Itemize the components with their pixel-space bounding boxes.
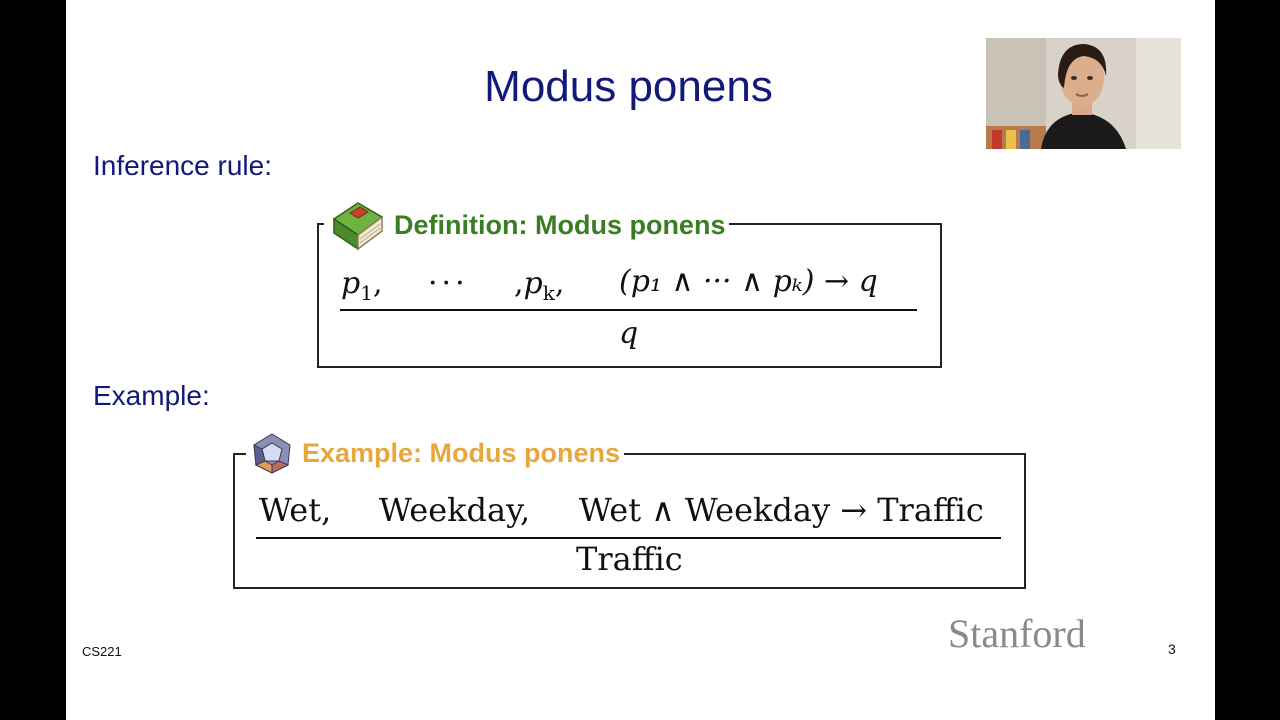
premise-pk: ,pk, [514,266,565,305]
page-number: 3 [1168,641,1176,657]
slide: Modus ponens Inference rule: Definition:… [66,0,1215,720]
slide-title: Modus ponens [484,62,773,111]
example-premise-weekday: Weekday, [379,491,531,529]
example-box [233,453,1026,589]
premise-implication: (p₁ ∧ ··· ∧ pₖ) → q [619,264,878,299]
inference-rule-label: Inference rule: [93,150,272,181]
book-icon [328,197,386,253]
example-label: Example: [93,380,210,411]
example-premise-wet: Wet, [259,491,332,529]
dodecahedron-icon [250,431,294,475]
premise-dots: ··· [428,266,469,301]
premise-p1: p1, [341,266,383,305]
example-conclusion: Traffic [576,540,683,578]
example-box-header: Example: Modus ponens [246,430,625,476]
example-premise-implication: Wet ∧ Weekday → Traffic [579,491,984,529]
definition-conclusion: q [619,316,639,351]
definition-heading: Definition: Modus ponens [394,209,726,240]
definition-rule-line [340,309,917,311]
course-label: CS221 [82,644,122,659]
presenter-video [986,38,1181,149]
example-rule-line [256,537,1001,539]
example-heading: Example: Modus ponens [302,437,621,468]
stanford-logo: Stanford [948,611,1086,656]
definition-box-header: Definition: Modus ponens [324,197,730,253]
